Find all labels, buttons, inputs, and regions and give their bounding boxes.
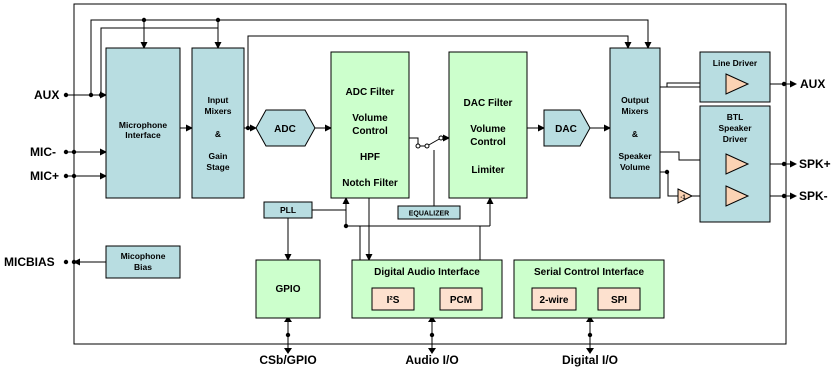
pll-block: PLL [263, 201, 313, 219]
line-driver-label: Line Driver [713, 58, 758, 68]
output-mixers-label-5: Volume [620, 162, 650, 172]
adc-block: ADC [255, 109, 316, 147]
microphone-interface-block: Microphone Interface [105, 47, 181, 199]
btl-speaker-driver-block: BTL Speaker Driver [699, 105, 771, 223]
pin-digital-io: Digital I/O [562, 353, 618, 367]
adc-filter-label-2: Volume [352, 113, 388, 124]
output-mixers-label-3: & [632, 129, 638, 139]
gpio-label: GPIO [275, 284, 300, 295]
input-mixers-label-5: Stage [206, 162, 229, 172]
pcm-label: PCM [450, 295, 472, 306]
output-mixers-block: Output Mixers & Speaker Volume [609, 47, 661, 199]
digital-audio-interface-block: Digital Audio Interface I²S PCM [351, 259, 503, 319]
output-mixers-label-4: Speaker [618, 151, 652, 161]
i2s-box [371, 287, 415, 311]
pin-micbias: MICBIAS [4, 255, 55, 269]
digital-audio-interface-label: Digital Audio Interface [374, 267, 480, 278]
equalizer-label: EQUALIZER [409, 211, 449, 218]
two-wire-box [531, 287, 577, 311]
line-driver-block: Line Driver [699, 51, 771, 103]
dac-filter-block: DAC Filter Volume Control Limiter [448, 51, 528, 199]
input-mixers-label-1: Input [208, 95, 229, 105]
pll-label: PLL [280, 205, 296, 215]
adc-filter-block: ADC Filter Volume Control HPF Notch Filt… [330, 51, 410, 199]
pcm-box [439, 287, 483, 311]
serial-control-interface-block: Serial Control Interface 2-wire SPI [513, 259, 665, 319]
mic-bias-label-2: Bias [134, 262, 152, 272]
equalizer-block: EQUALIZER [397, 205, 461, 220]
adc-filter-label-1: ADC Filter [346, 87, 395, 98]
input-mixers-label-2: Mixers [205, 106, 232, 116]
dac-label: DAC [555, 124, 577, 135]
serial-control-interface-label: Serial Control Interface [534, 267, 644, 278]
signal-wires [66, 19, 797, 352]
pin-csb-gpio: CSb/GPIO [259, 353, 316, 367]
gpio-block: GPIO [255, 259, 321, 319]
pin-spk-plus: SPK+ [799, 157, 831, 171]
btl-negative-amplifier [725, 185, 750, 207]
input-mixers-label-3: & [215, 129, 221, 139]
spi-label: SPI [611, 295, 627, 306]
btl-positive-amplifier [725, 153, 750, 175]
output-mixers-label-2: Mixers [622, 106, 649, 116]
dac-filter-label-2: Volume [470, 124, 506, 135]
junction-dots [63, 17, 670, 265]
dac-filter-label-4: Limiter [471, 165, 504, 176]
dac-filter-label-1: DAC Filter [464, 98, 513, 109]
adc-filter-label-4: HPF [360, 152, 380, 163]
mic-bias-label-1: Micophone [121, 251, 166, 261]
btl-label-2: Speaker [718, 123, 752, 133]
btl-label-3: Driver [723, 134, 748, 144]
line-driver-amplifier [725, 73, 750, 95]
input-mixers-label-4: Gain [209, 151, 228, 161]
pin-mic-minus: MIC- [30, 145, 56, 159]
pin-labels: AUX MIC- MIC+ MICBIAS AUX SPK+ SPK- CSb/… [4, 77, 831, 367]
microphone-interface-label-2: Interface [125, 130, 161, 140]
inverter-label: -1 [680, 195, 686, 201]
pin-mic-plus: MIC+ [30, 169, 59, 183]
pin-audio-io: Audio I/O [405, 353, 458, 367]
microphone-interface-label-1: Microphone [119, 120, 167, 130]
spi-box [597, 287, 641, 311]
input-mixers-block: Input Mixers & Gain Stage [191, 47, 245, 199]
inverter-block: -1 [677, 188, 694, 204]
adc-filter-label-3: Control [352, 126, 388, 137]
pin-aux-in: AUX [34, 88, 59, 102]
dac-block: DAC [543, 109, 591, 147]
output-mixers-label-1: Output [621, 95, 649, 105]
pin-spk-minus: SPK- [799, 189, 828, 203]
adc-filter-label-5: Notch Filter [342, 178, 398, 189]
i2s-label: I²S [387, 295, 400, 306]
pin-aux-out: AUX [800, 77, 825, 91]
microphone-bias-block: Micophone Bias [105, 245, 181, 279]
dac-filter-label-3: Control [470, 137, 506, 148]
adc-label: ADC [274, 124, 296, 135]
btl-label-1: BTL [727, 112, 744, 122]
bidirectional-arrows [284, 316, 594, 354]
two-wire-label: 2-wire [540, 295, 569, 306]
